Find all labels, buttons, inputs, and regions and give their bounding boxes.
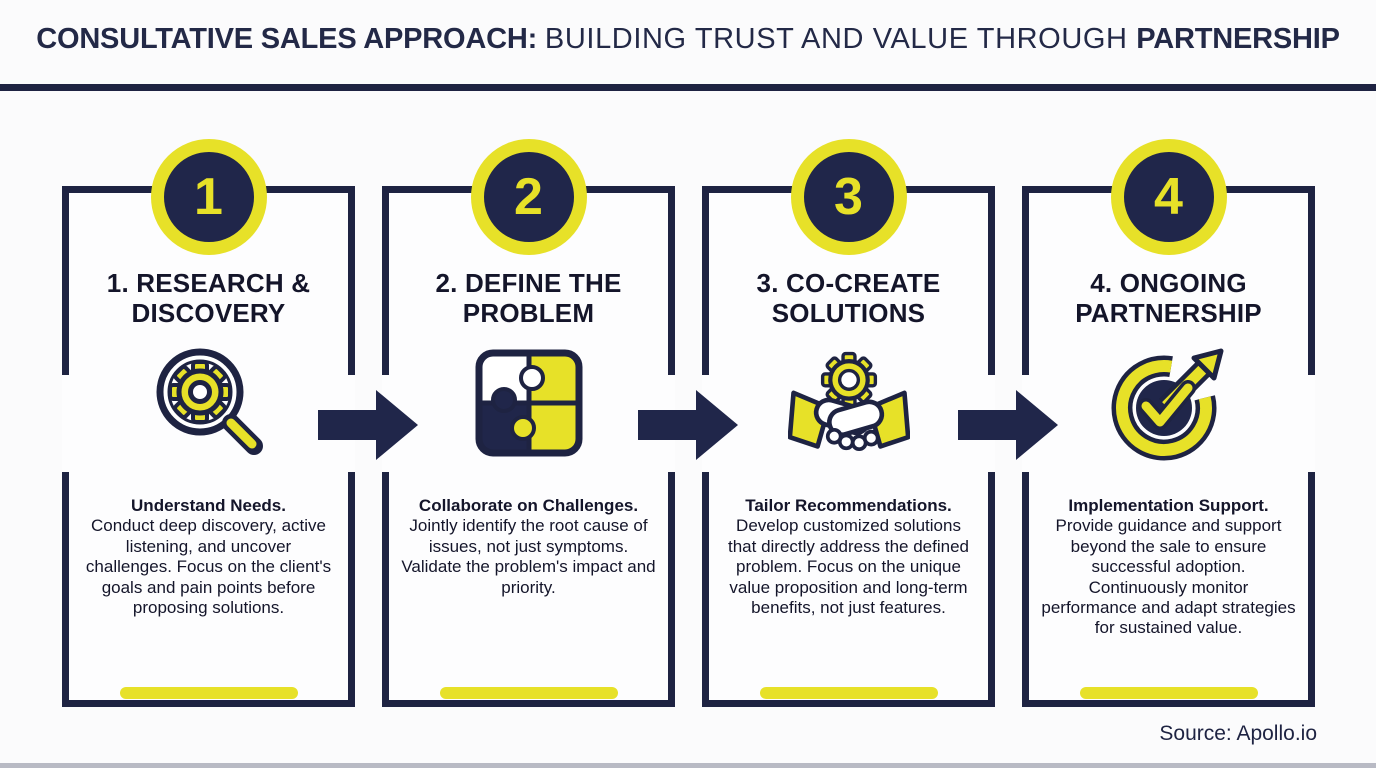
card-border-right-lower: [668, 472, 675, 707]
step-number-badge: 2: [470, 139, 587, 255]
card-border-right-lower: [988, 472, 995, 707]
card-border-right-lower: [348, 472, 355, 707]
flow-arrow-icon: [958, 390, 1058, 460]
header-divider: [0, 84, 1376, 91]
step-title: 3. CO-CREATE SOLUTIONS: [756, 268, 941, 329]
bottom-edge-stripe: [0, 763, 1376, 768]
step-icon-box: [787, 342, 910, 464]
step-title: 1. RESEARCH & DISCOVERY: [106, 268, 311, 329]
card-border-left-upper: [382, 186, 389, 375]
card-border-bottom: [382, 700, 675, 707]
page-title-bold-lead: CONSULTATIVE SALES APPROACH:: [36, 23, 545, 55]
step-title: 4. ONGOING PARTNERSHIP: [1075, 268, 1262, 329]
step-accent-bar: [759, 687, 938, 699]
page-title-regular: BUILDING TRUST AND VALUE THROUGH: [544, 23, 1137, 55]
step-card: 4 4. ONGOING PARTNERSHIP Implemen: [1022, 139, 1315, 707]
card-border-left-upper: [702, 186, 709, 375]
card-border-left-lower: [382, 472, 389, 707]
step-accent-bar: [119, 687, 298, 699]
step-number: 3: [834, 168, 863, 226]
card-border-bottom: [702, 700, 995, 707]
page-title: CONSULTATIVE SALES APPROACH: BUILDING TR…: [0, 22, 1376, 56]
step-lead: Implementation Support.: [1068, 496, 1269, 515]
handshake-gear-icon: [787, 351, 910, 452]
step-number-badge: 4: [1110, 139, 1227, 255]
research-magnifier-gear-icon: [156, 348, 263, 455]
step-description: Provide guidance and support beyond the …: [1041, 516, 1296, 638]
step-icon-box: [468, 342, 590, 464]
step-number: 4: [1154, 168, 1183, 226]
step-accent-bar: [1079, 687, 1258, 699]
step-card: 2 2. DEFINE THE PROBLEM Collaborate o: [382, 139, 675, 707]
step-number-badge: 3: [790, 139, 907, 255]
card-border-bottom: [62, 700, 355, 707]
step-icon-box: [148, 342, 270, 464]
growth-target-arrow-icon: [1111, 348, 1223, 461]
card-border-right-lower: [1308, 472, 1315, 707]
card-border-right-upper: [348, 186, 355, 375]
step-number-badge: 1: [150, 139, 267, 255]
step-body: Implementation Support. Provide guidance…: [1041, 496, 1296, 639]
step-lead: Collaborate on Challenges.: [418, 496, 639, 515]
step-body: Understand Needs. Conduct deep discovery…: [81, 496, 336, 618]
flow-arrow-icon: [318, 390, 418, 460]
card-border-left-lower: [702, 472, 709, 707]
card-border-right-upper: [668, 186, 675, 375]
card-border-bottom: [1022, 700, 1315, 707]
card-border-right-upper: [1308, 186, 1315, 375]
step-lead: Understand Needs.: [131, 496, 286, 515]
step-title: 2. DEFINE THE PROBLEM: [435, 268, 622, 329]
step-description: Develop customized solutions that direct…: [728, 516, 969, 617]
step-description: Conduct deep discovery, active listening…: [85, 516, 332, 617]
step-number: 1: [194, 168, 223, 226]
step-icon-box: [1108, 342, 1230, 464]
step-lead: Tailor Recommendations.: [745, 496, 952, 515]
card-border-left-lower: [1022, 472, 1029, 707]
page-title-bold-tail: PARTNERSHIP: [1136, 23, 1340, 55]
step-accent-bar: [439, 687, 618, 699]
step-description: Jointly identify the root cause of issue…: [401, 516, 656, 597]
card-border-left-upper: [1022, 186, 1029, 375]
step-number: 2: [514, 168, 543, 226]
card-border-left-lower: [62, 472, 69, 707]
flow-arrow-icon: [638, 390, 738, 460]
step-body: Collaborate on Challenges. Jointly ident…: [401, 496, 656, 598]
card-border-left-upper: [62, 186, 69, 375]
step-card: 3 3. CO-CREATE SOLUTIONS: [702, 139, 995, 707]
card-border-right-upper: [988, 186, 995, 375]
puzzle-pieces-icon: [475, 349, 582, 457]
step-body: Tailor Recommendations. Develop customiz…: [721, 496, 976, 618]
step-card: 1 1. RESEARCH & DISCOVERY: [62, 139, 355, 707]
source-credit: Source: Apollo.io: [1159, 722, 1317, 745]
